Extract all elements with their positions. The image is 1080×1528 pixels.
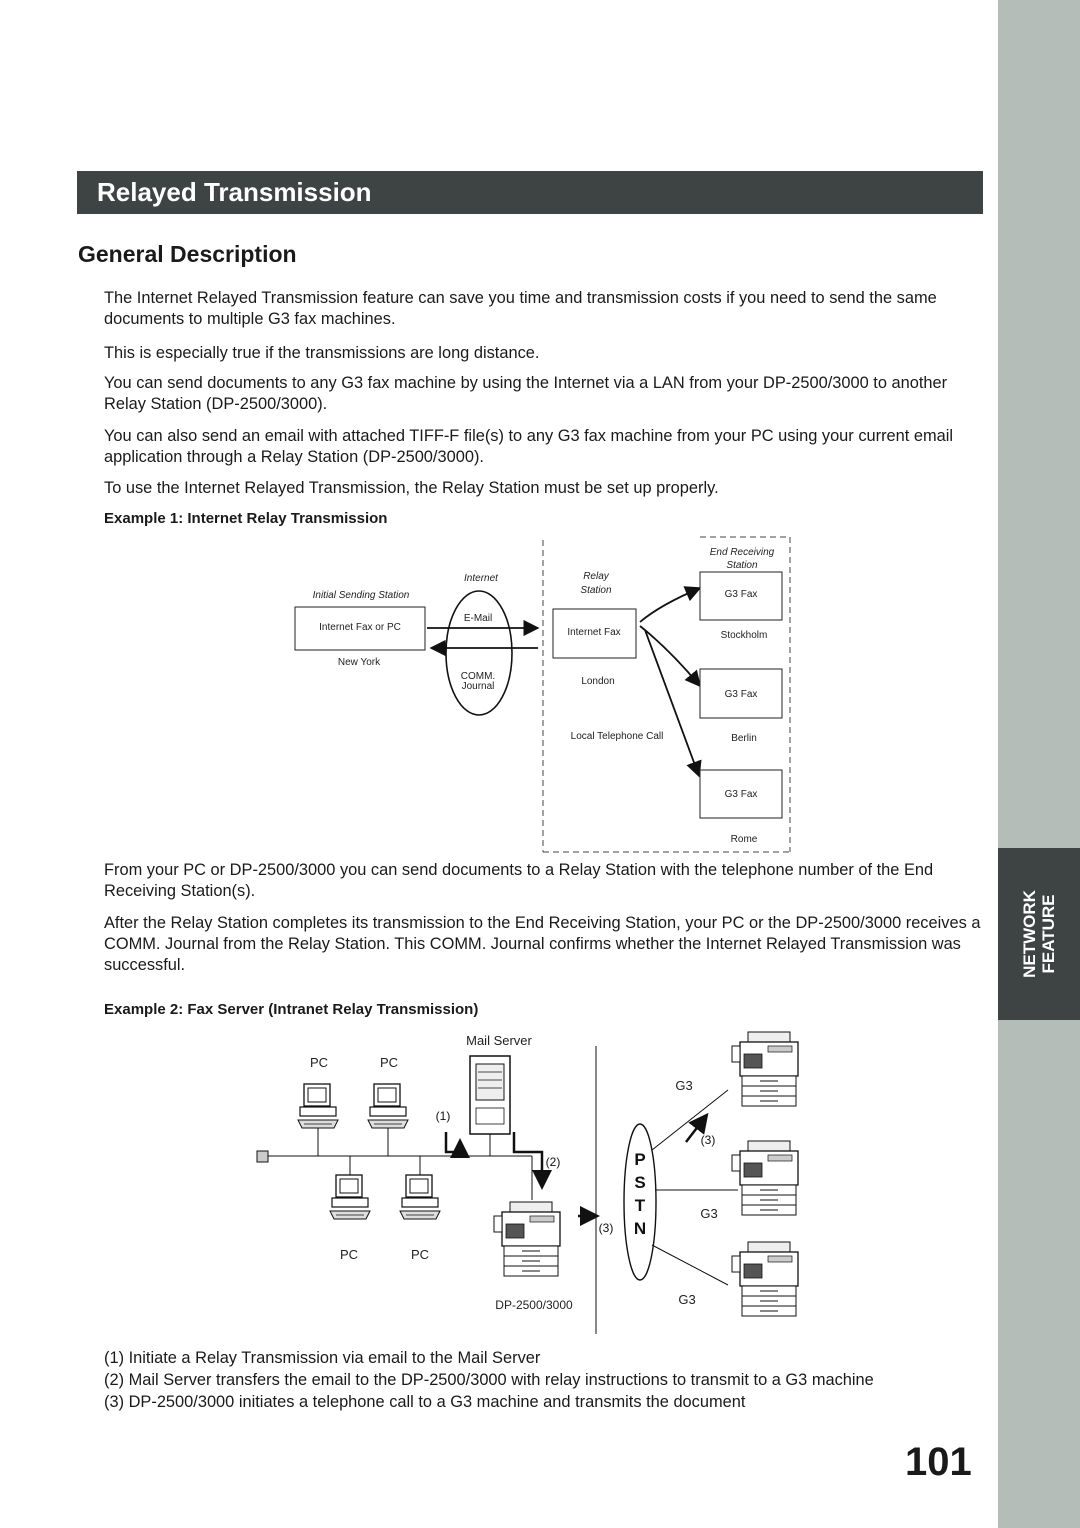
device-label: DP-2500/3000: [495, 1298, 573, 1312]
fax-label-stockholm: G3 Fax: [725, 589, 758, 600]
page-heading: General Description: [78, 241, 297, 267]
g3-machine-bottom-icon: [731, 1241, 799, 1317]
pc-icon-top-right: [367, 1083, 409, 1129]
middle-paragraph-2: After the Relay Station completes its tr…: [104, 914, 981, 974]
intro-paragraph-4: You can also send an email with attached…: [104, 427, 954, 466]
intro-paragraph-2: This is especially true if the transmiss…: [104, 344, 540, 362]
lan-terminator: [256, 1150, 269, 1163]
city-rome: Rome: [731, 834, 758, 845]
step-2-label: (2): [546, 1155, 561, 1169]
sender-box-label: Internet Fax or PC: [319, 622, 401, 633]
section-tab: [998, 848, 1080, 1020]
pc-label-bottom-right: PC: [411, 1247, 429, 1262]
pstn-letter-t: T: [635, 1196, 646, 1215]
comm-label-line2: Journal: [462, 681, 495, 692]
step-2-arrow: [512, 1132, 552, 1190]
relay-city: London: [581, 676, 614, 687]
example1-heading: Example 1: Internet Relay Transmission: [104, 510, 388, 527]
relay-box: [552, 608, 637, 659]
sender-box: [294, 606, 426, 651]
city-stockholm: Stockholm: [721, 630, 768, 641]
g3-machine-top-icon: [731, 1031, 799, 1107]
example2-heading: Example 2: Fax Server (Intranet Relay Tr…: [104, 1001, 479, 1018]
fax-label-berlin: G3 Fax: [725, 689, 758, 700]
pc-icon-bottom-right: [399, 1174, 441, 1220]
step-3-arrow-right: [685, 1112, 709, 1143]
step-note-3: (3) DP-2500/3000 initiates a telephone c…: [104, 1393, 746, 1411]
g3-label-mid: G3: [700, 1206, 717, 1221]
pstn-letter-p: P: [634, 1150, 645, 1169]
relay-label-line1: Relay: [583, 571, 610, 582]
fanout-arrow-stockholm: [639, 586, 702, 623]
pstn-letter-n: N: [634, 1219, 646, 1238]
relay-box-label: Internet Fax: [567, 627, 620, 638]
step-note-1: (1) Initiate a Relay Transmission via em…: [104, 1349, 541, 1367]
fanout-arrow-berlin: [639, 625, 702, 688]
page-number: 101: [905, 1440, 972, 1484]
end-station-label-line2: Station: [726, 560, 758, 571]
side-margin-band: [998, 0, 1080, 1528]
pc-label-top-right: PC: [380, 1055, 398, 1070]
fax-box-stockholm: [699, 571, 783, 621]
section-title: Relayed Transmission: [97, 177, 372, 207]
tab-label-line2: FEATURE: [1039, 894, 1058, 974]
intro-paragraph-3: You can send documents to any G3 fax mac…: [104, 374, 948, 413]
internet-label: Internet: [464, 573, 499, 584]
end-station-label-line1: End Receiving: [710, 547, 775, 558]
fax-box-berlin: [699, 668, 783, 719]
mail-server-label: Mail Server: [466, 1033, 532, 1048]
initial-station-label: Initial Sending Station: [313, 590, 410, 601]
comm-label-line1: COMM.: [461, 671, 495, 682]
tab-label-line1: NETWORK: [1020, 890, 1039, 978]
dp-2500-3000-icon: [493, 1201, 561, 1277]
pstn-letter-s: S: [634, 1173, 645, 1192]
step-3-label-right: (3): [701, 1133, 716, 1147]
g3-machine-mid-icon: [731, 1140, 799, 1216]
intro-paragraph-5: To use the Internet Relayed Transmission…: [104, 479, 719, 497]
step-1-arrow: [444, 1132, 470, 1158]
pc-label-top-left: PC: [310, 1055, 328, 1070]
g3-label-bottom: G3: [678, 1292, 695, 1307]
city-berlin: Berlin: [731, 733, 757, 744]
email-label: E-Mail: [464, 613, 492, 624]
internet-cloud: [445, 590, 513, 716]
g3-label-top: G3: [675, 1078, 692, 1093]
fanout-arrow-rome: [644, 629, 702, 778]
pc-icon-top-left: [297, 1083, 339, 1129]
middle-paragraph-1: From your PC or DP-2500/3000 you can sen…: [104, 861, 934, 900]
local-call-label: Local Telephone Call: [571, 731, 664, 742]
section-tab-label: NETWORK FEATURE: [1020, 890, 1058, 978]
mail-server-icon: [469, 1055, 511, 1135]
step-1-label: (1): [436, 1109, 451, 1123]
intro-paragraph-1: The Internet Relayed Transmission featur…: [104, 289, 937, 328]
pc-icon-bottom-left: [329, 1174, 371, 1220]
fax-label-rome: G3 Fax: [725, 789, 758, 800]
fax-box-rome: [699, 769, 783, 819]
step-note-2: (2) Mail Server transfers the email to t…: [104, 1371, 874, 1389]
pstn-line-top: [651, 1089, 729, 1151]
step-3-label-left: (3): [599, 1221, 614, 1235]
sender-city: New York: [338, 657, 381, 668]
pstn-ellipse: [623, 1123, 657, 1281]
pc-label-bottom-left: PC: [340, 1247, 358, 1262]
section-header: Relayed Transmission: [77, 171, 983, 214]
pstn-line-bottom: [651, 1244, 729, 1286]
relay-label-line2: Station: [580, 585, 612, 596]
